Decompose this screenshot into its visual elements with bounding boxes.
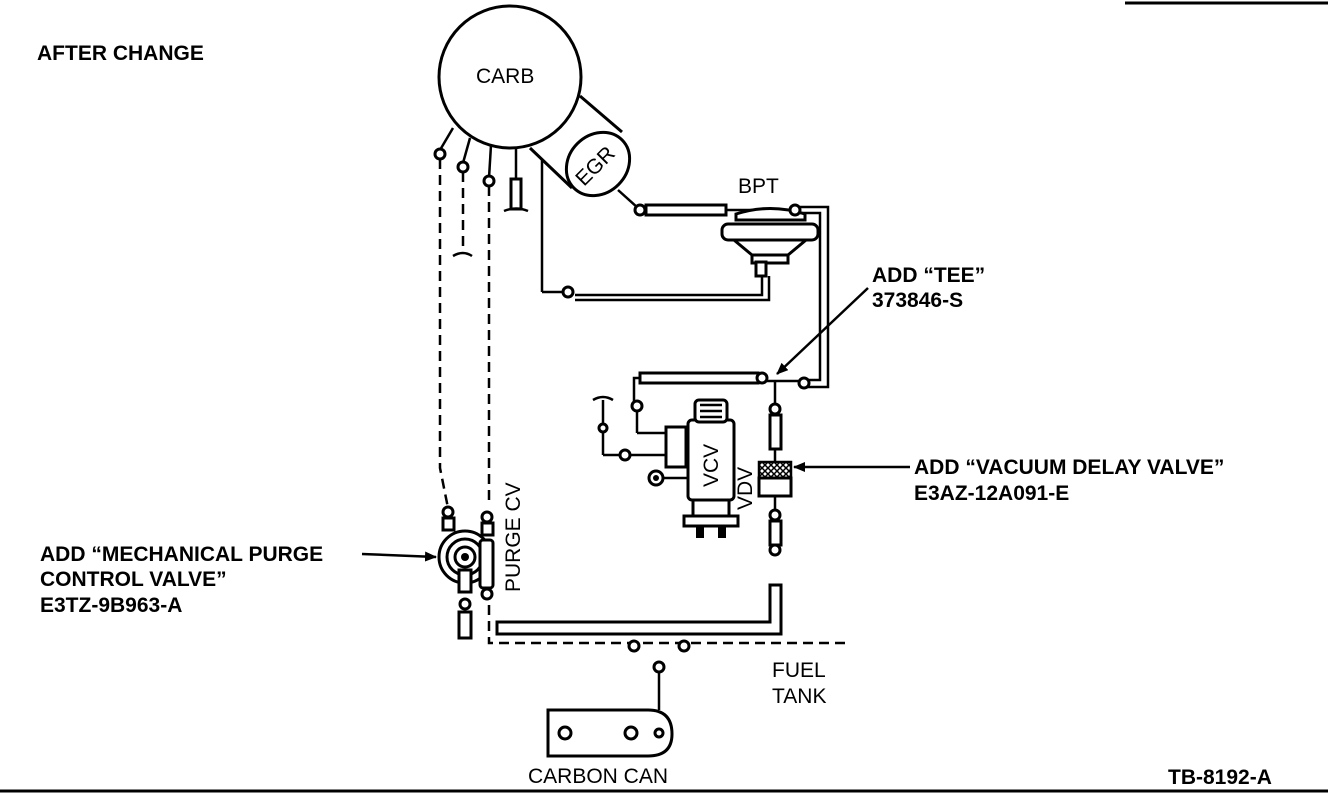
capped-lines [452, 172, 473, 258]
egr-valve: EGR [528, 94, 632, 198]
diagram-title: AFTER CHANGE [37, 42, 204, 65]
vdv-label: VDV [734, 467, 757, 510]
callout-vacuum-delay-valve: ADD “VACUUM DELAY VALVE” E3AZ-12A091-E [793, 456, 1224, 505]
fuel-tank: FUEL TANK [495, 583, 826, 710]
mpcv-callout-line1: ADD “MECHANICAL PURGE [40, 543, 323, 566]
vacuum-delay-valve: VDV [734, 402, 793, 557]
purge-control-valve: PURGE CV [437, 482, 525, 640]
tee-callout-arrow [776, 287, 869, 375]
tee-callout-line2: 373846-S [872, 289, 963, 312]
figure-id: TB-8192-A [1168, 766, 1272, 789]
vdv-callout-line2: E3AZ-12A091-E [914, 482, 1069, 505]
bpt-to-carb-hose [542, 260, 771, 302]
fuel-tank-label-line2: TANK [772, 685, 826, 708]
vcv-label: VCV [700, 444, 723, 487]
mpcv-callout-arrow [361, 551, 437, 562]
mpcv-callout-line2: CONTROL VALVE” [40, 568, 227, 591]
carb-label: CARB [476, 65, 534, 88]
vdv-callout-line1: ADD “VACUUM DELAY VALVE” [914, 456, 1224, 479]
bpt-output-lines [788, 203, 830, 390]
mpcv-callout-line3: E3TZ-9B963-A [40, 594, 182, 617]
carbon-canister: CARBON CAN [528, 708, 674, 788]
callout-tee: ADD “TEE” 373846-S [776, 264, 985, 375]
carb-ports [433, 127, 544, 292]
tee-callout-line1: ADD “TEE” [872, 264, 985, 287]
purge-dashed-lines [438, 159, 845, 645]
purge-cv-label: PURGE CV [502, 482, 525, 592]
vcv-valve: VCV [592, 395, 740, 538]
carburetor: CARB [437, 4, 583, 150]
tee-fitting [630, 371, 800, 413]
carbon-can-label: CARBON CAN [528, 765, 668, 788]
callout-mechanical-purge: ADD “MECHANICAL PURGE CONTROL VALVE” E3T… [40, 543, 437, 617]
bpt-label: BPT [738, 175, 779, 198]
bpt-valve: BPT [720, 175, 820, 265]
fuel-tank-label-line1: FUEL [772, 659, 826, 682]
